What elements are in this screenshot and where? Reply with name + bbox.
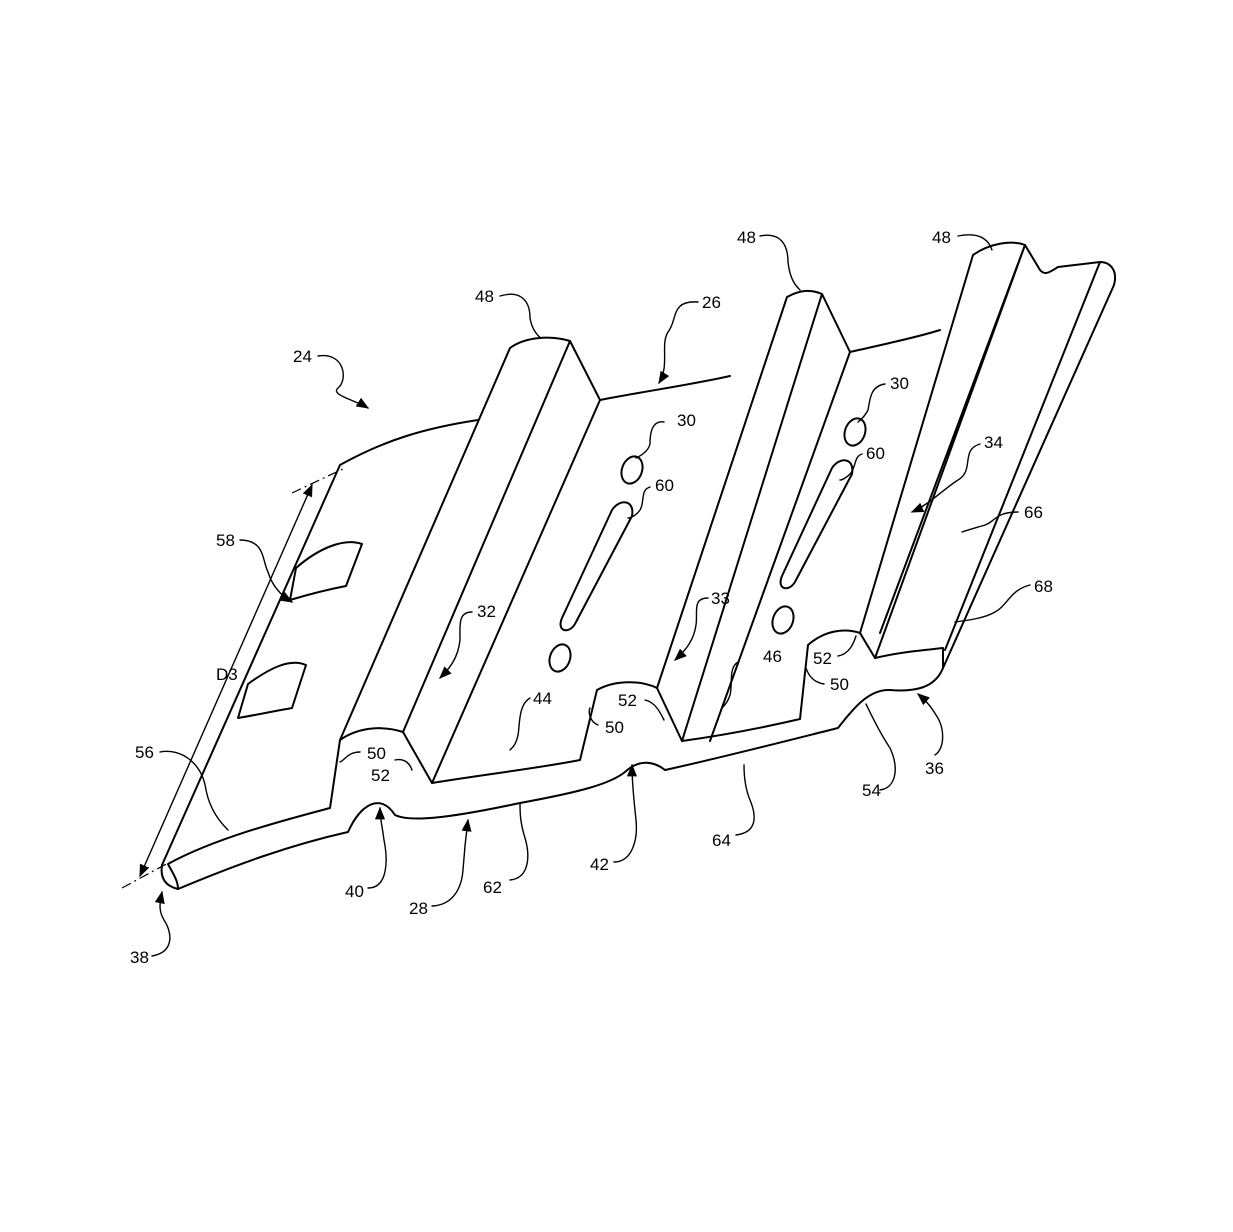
dim-line-d3 xyxy=(139,483,313,878)
front-bottom-profile xyxy=(160,667,944,890)
ref-44: 44 xyxy=(533,689,552,708)
ref-62: 62 xyxy=(483,878,502,897)
ref-52-a: 52 xyxy=(371,766,390,785)
hole-3 xyxy=(843,417,867,447)
ref-33: 33 xyxy=(711,589,730,608)
leaders xyxy=(151,234,1031,957)
ref-48-a: 48 xyxy=(475,287,494,306)
ref-56: 56 xyxy=(135,743,154,762)
reference-numerals: 24 26 48 48 48 30 30 60 60 34 66 68 58 D… xyxy=(130,228,1053,967)
ref-38: 38 xyxy=(130,948,149,967)
ref-52-c: 52 xyxy=(813,649,832,668)
ref-66: 66 xyxy=(1024,503,1043,522)
ref-42: 42 xyxy=(590,855,609,874)
ref-50-b: 50 xyxy=(605,718,624,737)
hole-4 xyxy=(771,605,795,635)
left-flange-outer-edge xyxy=(161,464,341,866)
ref-46: 46 xyxy=(763,647,782,666)
dim-extension-top xyxy=(291,467,346,494)
ref-68: 68 xyxy=(1034,577,1053,596)
hole-1 xyxy=(620,455,644,485)
rib-1 xyxy=(339,336,731,784)
rib-3 xyxy=(859,241,1116,669)
dimension-d3 xyxy=(121,467,346,889)
ref-60-b: 60 xyxy=(866,444,885,463)
ref-36: 36 xyxy=(925,759,944,778)
ref-28: 28 xyxy=(409,899,428,918)
ref-58: 58 xyxy=(216,531,235,550)
ref-64: 64 xyxy=(712,831,731,850)
ref-54: 54 xyxy=(862,781,881,800)
ref-40: 40 xyxy=(345,882,364,901)
ref-26: 26 xyxy=(702,293,721,312)
part-outline xyxy=(160,241,1116,890)
ref-50-c: 50 xyxy=(830,675,849,694)
ref-d3: D3 xyxy=(216,665,238,684)
ref-32: 32 xyxy=(477,602,496,621)
ref-48-c: 48 xyxy=(932,228,951,247)
ref-34: 34 xyxy=(984,433,1003,452)
slot-1 xyxy=(559,501,634,632)
left-flange-top-edge xyxy=(339,419,479,466)
slot-2 xyxy=(779,459,854,590)
ref-60-a: 60 xyxy=(655,476,674,495)
ref-30-a: 30 xyxy=(677,411,696,430)
ref-30-b: 30 xyxy=(890,374,909,393)
ref-50-a: 50 xyxy=(367,744,386,763)
ref-52-b: 52 xyxy=(618,691,637,710)
hole-2 xyxy=(548,643,572,673)
ref-48-b: 48 xyxy=(737,228,756,247)
rib-2 xyxy=(656,289,941,742)
ref-24: 24 xyxy=(293,347,312,366)
